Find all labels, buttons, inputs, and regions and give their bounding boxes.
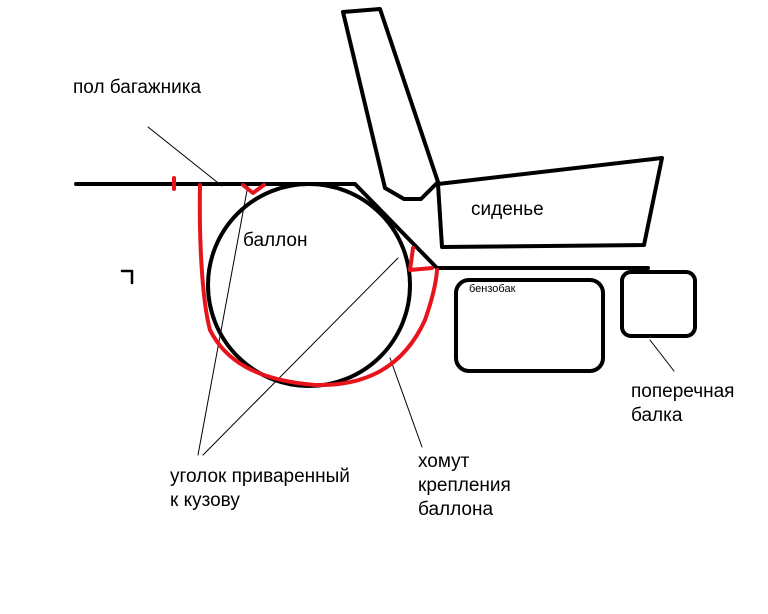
clamp-strap xyxy=(197,183,439,388)
crossbeam-label: поперечная балка xyxy=(631,380,734,428)
gas-cylinder xyxy=(206,182,412,388)
leader-crossbeam xyxy=(649,339,675,372)
leader-angle-2 xyxy=(202,257,399,456)
clamp-label-line2: крепления xyxy=(418,475,511,496)
angle-label-line2: к кузову xyxy=(170,490,240,511)
seat-cushion xyxy=(436,156,664,249)
corner-mark xyxy=(120,269,134,285)
leader-trunk-floor xyxy=(147,126,223,187)
seat-back xyxy=(341,7,440,201)
trunk-floor-label: пол багажника xyxy=(73,77,202,98)
fuel-tank xyxy=(454,278,605,373)
cylinder-label: баллон xyxy=(243,230,308,251)
clamp-label: хомут крепления баллона xyxy=(418,450,511,522)
crossbeam-label-line1: поперечная xyxy=(631,381,735,402)
seat-label: сиденье xyxy=(471,199,544,220)
crossbeam-label-line2: балка xyxy=(631,405,683,426)
leader-clamp xyxy=(389,357,423,448)
clamp-label-line1: хомут xyxy=(418,451,470,472)
crossbeam xyxy=(620,270,697,338)
floor-angle-bracket xyxy=(241,183,266,195)
fuel-tank-label: бензобак xyxy=(469,283,516,295)
side-angle-bracket xyxy=(408,246,434,272)
angle-label: уголок приваренный к кузову xyxy=(170,465,350,513)
angle-label-line1: уголок приваренный xyxy=(170,466,350,487)
clamp-label-line3: баллона xyxy=(418,499,494,520)
leader-angle-1 xyxy=(197,184,249,456)
trunk-floor-line xyxy=(74,182,650,270)
